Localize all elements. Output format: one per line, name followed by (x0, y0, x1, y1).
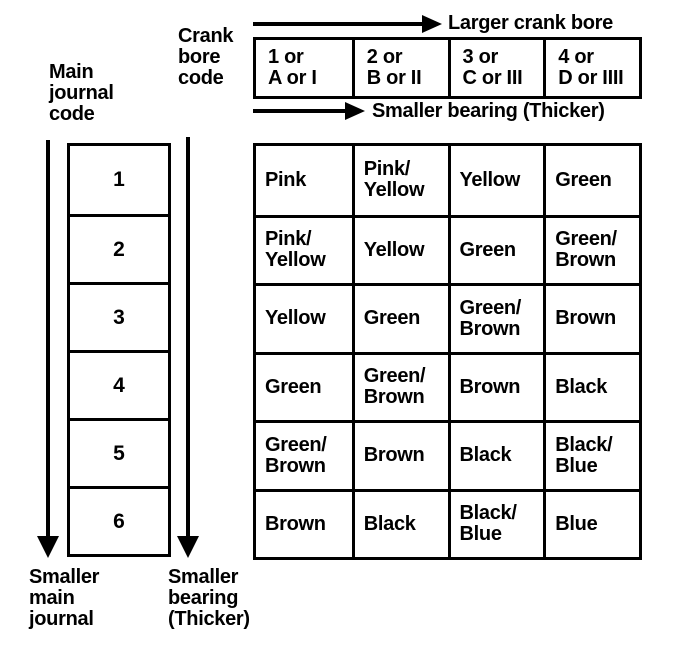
color-cell-r1c3: Yellow (447, 146, 544, 215)
smaller-bearing-arrow-icon (253, 102, 365, 120)
journal-code-cell-6: 6 (70, 486, 168, 554)
color-cell-r4c1: Green (256, 351, 352, 421)
crank-bore-code-table: 1 or A or I 2 or B or II 3 or C or III 4… (253, 37, 642, 99)
crank-bore-cell-4: 4 or D or IIII (543, 40, 639, 96)
color-cell-r1c2: Pink/ Yellow (351, 146, 448, 215)
color-cell-r1c4: Green (543, 146, 639, 215)
color-cell-r2c1: Pink/ Yellow (256, 214, 352, 284)
arrow-head-down-icon (177, 536, 199, 558)
smaller-main-journal-label: Smaller main journal (29, 566, 100, 630)
color-cell-r3c1: Yellow (256, 283, 352, 352)
crank-bore-cell-1: 1 or A or I (268, 46, 317, 89)
color-cell-r6c1: Brown (256, 488, 352, 558)
smaller-main-journal-arrow-icon (46, 140, 50, 538)
main-journal-code-table: 1 2 3 4 5 6 (67, 143, 171, 557)
color-cell-r6c4: Blue (543, 488, 639, 557)
main-journal-code-label: Main journal code (49, 61, 114, 125)
arrow-shaft (253, 22, 422, 26)
color-cell-r4c2: Green/ Brown (351, 351, 448, 420)
smaller-bearing-top-label: Smaller bearing (Thicker) (372, 100, 605, 122)
color-cell-r5c2: Brown (351, 420, 448, 489)
bearing-color-table: Pink Pink/ Yellow Yellow Green Pink/ Yel… (253, 143, 642, 560)
color-cell-r3c4: Brown (543, 283, 639, 352)
color-cell-r4c4: Black (543, 351, 639, 420)
color-cell-r2c4: Green/ Brown (543, 214, 639, 283)
journal-code-cell-3: 3 (70, 282, 168, 350)
color-cell-r5c1: Green/ Brown (256, 420, 352, 489)
color-cell-r2c2: Yellow (351, 214, 448, 283)
larger-crank-bore-arrow-icon (253, 15, 442, 33)
color-cell-r2c3: Green (447, 214, 544, 283)
journal-code-cell-4: 4 (70, 350, 168, 418)
color-cell-r3c2: Green (351, 283, 448, 352)
journal-code-cell-5: 5 (70, 418, 168, 486)
larger-crank-bore-label: Larger crank bore (448, 12, 613, 34)
arrow-head-right-icon (422, 15, 442, 33)
color-cell-r3c3: Green/ Brown (447, 283, 544, 352)
crank-bore-cell-2: 2 or B or II (351, 40, 448, 96)
arrow-shaft (253, 109, 345, 113)
color-cell-r4c3: Brown (447, 351, 544, 420)
arrow-head-right-icon (345, 102, 365, 120)
color-cell-r1c1: Pink (265, 168, 307, 191)
smaller-bearing-down-arrow-icon (186, 137, 190, 538)
color-cell-r6c2: Black (351, 488, 448, 557)
color-cell-r5c3: Black (447, 420, 544, 489)
color-cell-r6c3: Black/ Blue (447, 488, 544, 557)
smaller-bearing-bottom-label: Smaller bearing (Thicker) (168, 566, 250, 630)
crank-bore-code-label: Crank bore code (178, 25, 234, 89)
arrow-head-down-icon (37, 536, 59, 558)
journal-code-cell-1: 1 (113, 168, 125, 191)
crank-bore-cell-3: 3 or C or III (447, 40, 544, 96)
color-cell-r5c4: Black/ Blue (543, 420, 639, 489)
journal-code-cell-2: 2 (70, 214, 168, 282)
